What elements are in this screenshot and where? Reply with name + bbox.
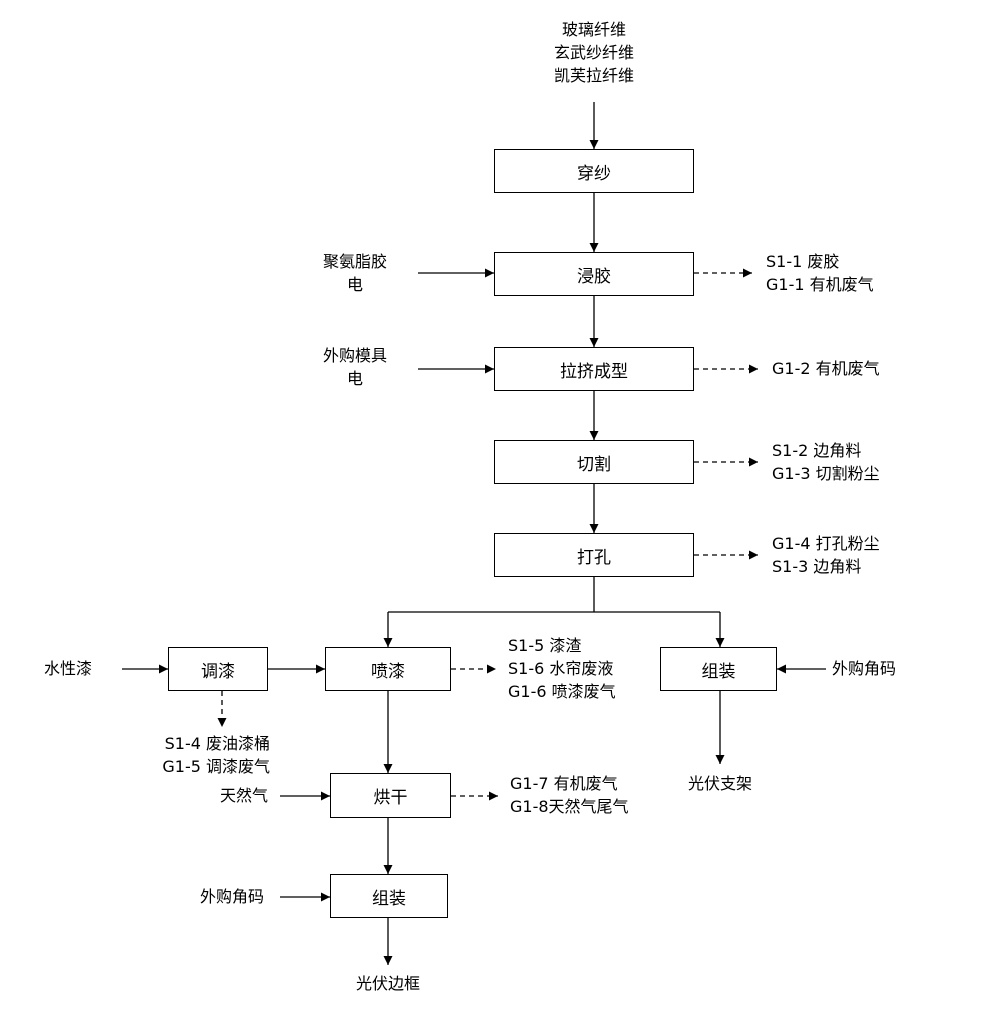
spraying-outputs-label: S1-5 漆渣 S1-6 水帘废液 G1-6 喷漆废气 <box>508 636 616 701</box>
product-bracket-label: 光伏支架 <box>687 774 752 793</box>
paint-input-label: 水性漆 <box>44 659 93 678</box>
dipping-inputs-label: 聚氨脂胶 电 <box>322 252 387 294</box>
process-cutting: 切割 <box>494 440 694 484</box>
dipping-outputs-label: S1-1 废胶 G1-1 有机废气 <box>766 252 874 294</box>
process-dipping: 浸胶 <box>494 252 694 296</box>
process-drying: 烘干 <box>330 773 451 818</box>
process-paint-mixing: 调漆 <box>168 647 268 691</box>
fiber-inputs-label: 玻璃纤维 玄武纱纤维 凯芙拉纤维 <box>553 20 634 85</box>
process-assembly-right: 组装 <box>660 647 777 691</box>
drilling-outputs-label: G1-4 打孔粉尘 S1-3 边角料 <box>772 534 880 576</box>
cutting-outputs-label: S1-2 边角料 G1-3 切割粉尘 <box>772 441 880 483</box>
pultrusion-outputs-label: G1-2 有机废气 <box>772 359 880 378</box>
process-assembly-bottom: 组装 <box>330 874 448 918</box>
process-drilling: 打孔 <box>494 533 694 577</box>
gas-input-label: 天然气 <box>219 786 268 805</box>
process-pultrusion: 拉挤成型 <box>494 347 694 391</box>
product-frame-label: 光伏边框 <box>355 974 420 993</box>
paint-mixing-outputs-label: S1-4 废油漆桶 G1-5 调漆废气 <box>162 734 270 776</box>
process-spraying: 喷漆 <box>325 647 451 691</box>
pultrusion-inputs-label: 外购模具 电 <box>322 346 387 388</box>
corner-input-right-label: 外购角码 <box>832 659 897 678</box>
corner-input-bottom-label: 外购角码 <box>199 887 264 906</box>
drying-outputs-label: G1-7 有机废气 G1-8天然气尾气 <box>510 774 629 816</box>
process-threading: 穿纱 <box>494 149 694 193</box>
